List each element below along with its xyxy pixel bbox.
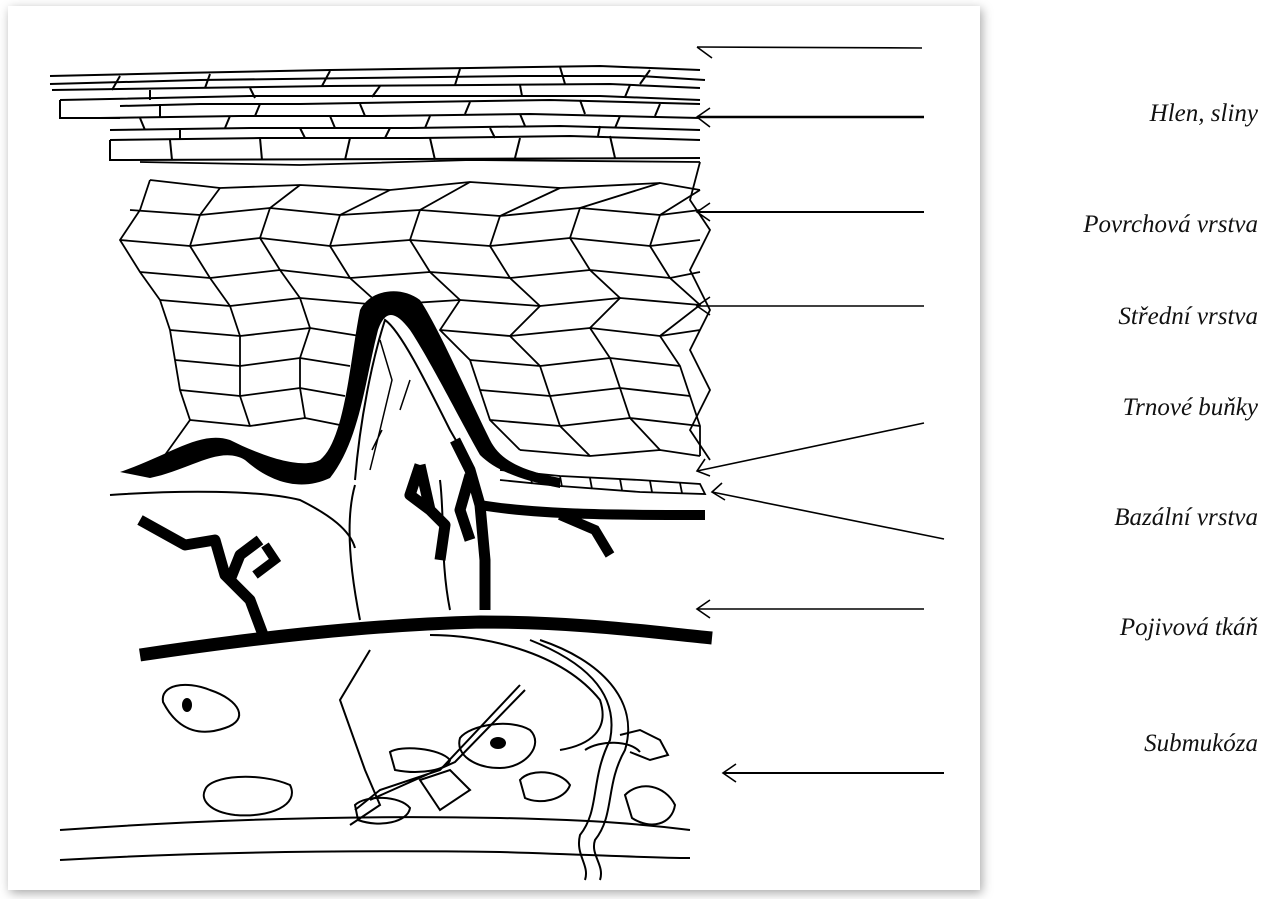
label-spinous-cells: Trnové buňky bbox=[1123, 394, 1258, 422]
label-connective-tissue: Pojivová tkáň bbox=[1120, 614, 1258, 642]
label-middle-layer: Střední vrstva bbox=[1118, 303, 1258, 331]
layer-superficial bbox=[60, 100, 700, 160]
label-mucus: Hlen, sliny bbox=[1150, 100, 1258, 128]
label-superficial-layer: Povrchová vrstva bbox=[1083, 211, 1258, 239]
annotation-arrows bbox=[697, 47, 944, 782]
label-basal-layer: Bazální vrstva bbox=[1114, 504, 1258, 532]
layer-mucus bbox=[50, 66, 705, 100]
label-submucosa: Submukóza bbox=[1144, 730, 1258, 758]
submucosa bbox=[60, 635, 690, 880]
papilla bbox=[120, 291, 560, 488]
